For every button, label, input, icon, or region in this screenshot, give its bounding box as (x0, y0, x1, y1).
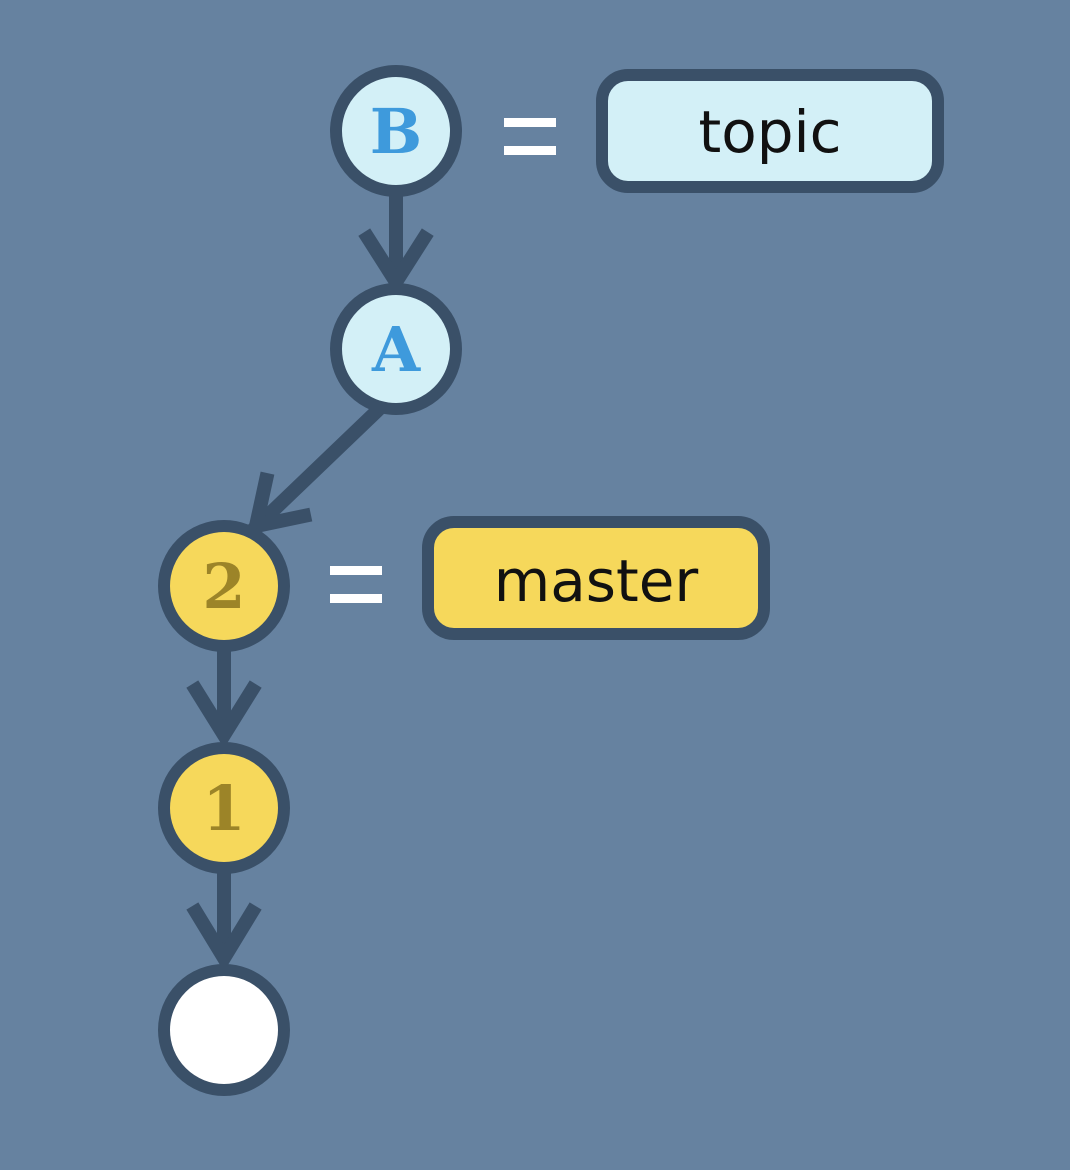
commit-circle-a (330, 283, 462, 415)
commit-node-1: 1 (158, 742, 290, 874)
edge-2-to-1 (186, 641, 262, 749)
edge-1-to-root (186, 863, 262, 972)
commit-node-2: 2 (158, 520, 290, 652)
branch-label-topic: topic (596, 69, 944, 193)
equals-sign-master (330, 566, 382, 603)
commit-node-a: A (330, 283, 462, 415)
commit-node-b: B (330, 65, 462, 197)
commit-label-2: 2 (202, 550, 245, 623)
commit-label-1: 1 (202, 772, 245, 845)
commit-label-b: B (370, 95, 422, 168)
branch-box-topic (596, 69, 944, 193)
commit-circle-1 (158, 742, 290, 874)
edge-b-to-a (358, 185, 434, 296)
commit-circle-b (330, 65, 462, 197)
commit-label-a: A (371, 313, 421, 386)
branch-label-master: master (422, 516, 770, 640)
branch-text-topic: topic (698, 98, 841, 166)
branch-box-master (422, 516, 770, 640)
edge-a-to-2 (246, 400, 388, 536)
commit-circle-root (158, 964, 290, 1096)
commit-node-root (158, 964, 290, 1096)
branch-text-master: master (494, 547, 699, 615)
equals-sign-topic (504, 118, 556, 155)
commit-circle-2 (158, 520, 290, 652)
